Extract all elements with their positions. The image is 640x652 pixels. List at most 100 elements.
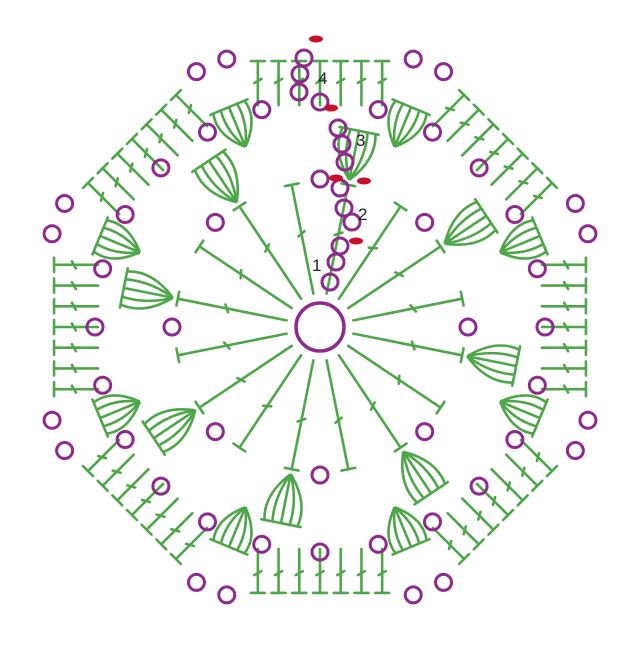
- chain-stitch: [458, 317, 478, 337]
- cluster-top-bar: [118, 267, 130, 309]
- stitch-crossbar: [377, 77, 387, 85]
- cluster-strand: [221, 150, 239, 203]
- stitch-top-bar: [393, 201, 408, 212]
- stitch-crossbar: [409, 304, 418, 313]
- chain-stitch: [294, 48, 314, 68]
- chain-stitch: [289, 82, 309, 102]
- stitch-crossbar: [70, 322, 78, 332]
- chain-stitch: [415, 422, 435, 442]
- stitch-crossbar: [140, 498, 152, 504]
- cluster-strand: [394, 505, 428, 541]
- cluster-top-bar: [141, 420, 167, 457]
- cluster-top-bar: [391, 537, 431, 556]
- cluster-top-bar: [209, 98, 249, 117]
- cluster-strand: [162, 410, 197, 454]
- stitch-crossbar: [70, 363, 78, 374]
- stitch-top-bar: [175, 347, 181, 364]
- stitch-crossbar: [562, 342, 570, 353]
- chain-stitch: [320, 272, 340, 292]
- stitch-top-bar: [531, 479, 544, 492]
- stitch-top-bar: [175, 290, 181, 307]
- cluster-strand: [263, 473, 292, 520]
- chain-stitch: [332, 134, 352, 154]
- stitch-top-bar: [501, 132, 515, 146]
- cluster-strand: [219, 110, 247, 148]
- double-crochet-stitch: [446, 108, 481, 143]
- chain-stitch: [342, 212, 362, 232]
- double-crochet-stitch: [490, 152, 524, 187]
- chain-stitch: [578, 410, 598, 430]
- chain-stitch: [535, 317, 555, 337]
- chain-stitch: [423, 512, 442, 532]
- chain-stitch: [205, 212, 225, 232]
- chain-stitch: [505, 430, 525, 449]
- cluster-strand: [466, 355, 513, 384]
- round-start-marker: [324, 104, 338, 112]
- cluster-strand: [99, 400, 141, 420]
- stitch-crossbar: [562, 280, 570, 291]
- stitch-crossbar: [70, 342, 78, 353]
- cluster-top-bar: [391, 98, 431, 117]
- cluster-strand: [227, 506, 247, 548]
- stitch-top-bar: [169, 552, 183, 566]
- stitch-crossbar: [334, 416, 343, 425]
- stitch-crossbar: [562, 363, 570, 374]
- stitch-top-bar: [81, 176, 95, 190]
- stitch-top-bar: [96, 162, 109, 175]
- stitch-crossbar: [333, 231, 344, 237]
- cluster-strand: [466, 351, 519, 359]
- stitch-top-bar: [487, 118, 500, 131]
- chain-stitch: [434, 572, 454, 592]
- double-crochet-stitch: [130, 137, 165, 172]
- chain-stitch: [151, 476, 171, 496]
- stitch-crossbar: [315, 77, 325, 85]
- double-crochet-stitch: [198, 344, 294, 409]
- cluster-strand: [271, 473, 292, 522]
- stitch-crossbar: [474, 135, 485, 141]
- chain-stitch: [565, 193, 585, 213]
- cluster-strand: [152, 409, 197, 440]
- stitch-top-bar: [516, 147, 529, 160]
- cluster-strand: [103, 400, 141, 428]
- stitch-crossbar: [377, 569, 387, 577]
- stitch-crossbar: [491, 495, 497, 507]
- stitch-crossbar: [155, 513, 166, 519]
- round-start-chains: [289, 35, 371, 292]
- stitch-top-bar: [194, 400, 205, 415]
- magic-ring: [294, 301, 346, 353]
- stitch-top-bar: [232, 442, 247, 453]
- double-crochet-stitch: [101, 453, 136, 488]
- cluster-strand: [193, 169, 237, 204]
- cluster-strand: [120, 296, 174, 310]
- double-crochet-stitch: [290, 183, 315, 295]
- stitch-crossbar: [111, 469, 122, 475]
- double-crochet-stitch: [238, 353, 303, 449]
- stitch-top-bar: [457, 88, 471, 102]
- stitch-top-bar: [96, 479, 109, 492]
- double-crochet-stitch: [519, 438, 554, 473]
- double-crochet-stitch: [145, 123, 180, 157]
- double-crochet-stitch: [116, 152, 150, 187]
- chain-stitch: [415, 212, 435, 232]
- double-crochet-stitch: [174, 526, 209, 561]
- round-3-group: [91, 98, 549, 556]
- stitch-crossbar: [128, 162, 134, 173]
- stitch-crossbar: [261, 404, 273, 408]
- double-crochet-stitch: [460, 497, 495, 531]
- cluster-strand: [401, 451, 419, 504]
- cluster-strand: [499, 226, 537, 254]
- stitch-top-bar: [111, 494, 124, 507]
- stitch-crossbar: [96, 454, 108, 460]
- chain-stitch: [85, 317, 105, 337]
- stitch-top-bar: [457, 552, 471, 566]
- stitch-crossbar: [356, 569, 367, 577]
- cluster-strand: [279, 473, 293, 524]
- chain-stitch: [151, 158, 171, 178]
- stitch-crossbar: [447, 539, 453, 551]
- chain-stitch: [217, 585, 237, 605]
- chain-stitch: [162, 317, 182, 337]
- cluster-strand: [466, 354, 517, 368]
- cluster-strand: [92, 250, 141, 260]
- chain-stitch: [368, 100, 388, 120]
